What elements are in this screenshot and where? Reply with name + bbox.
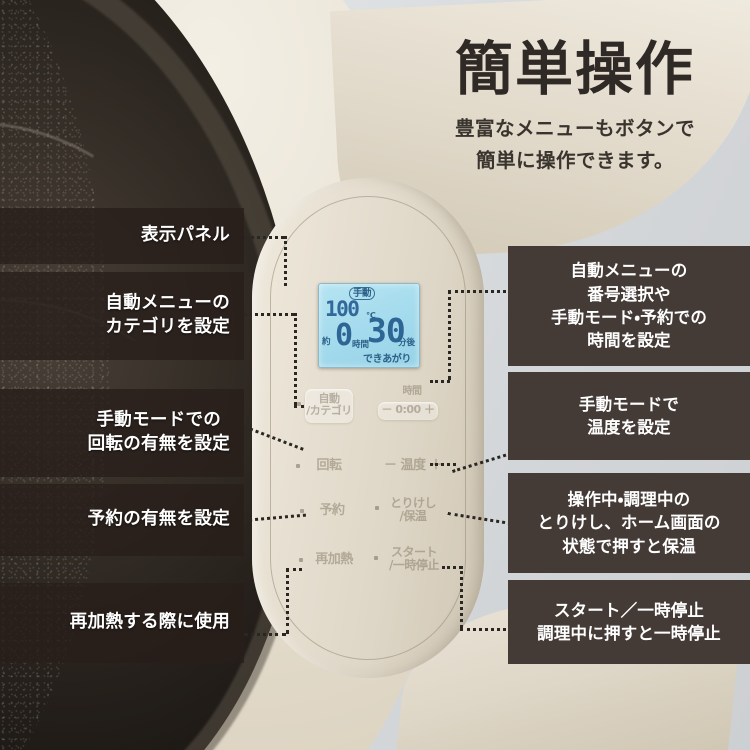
button-time-label: 時間 bbox=[402, 386, 423, 397]
button-rotate[interactable]: 回転 bbox=[303, 458, 355, 477]
rl0-line2: 番号選択や bbox=[587, 284, 671, 304]
left-label-manual-rotation-text: 手動モードでの 回転の有無を設定 bbox=[88, 409, 230, 456]
button-time[interactable]: 時間 bbox=[372, 386, 452, 402]
right-label-cancel-keepwarm: 操作中・調理中の とりけし、ホーム画面の 状態で押すと保温 bbox=[508, 473, 750, 573]
led-auto-menu bbox=[297, 402, 301, 406]
button-rotate-label: 回転 bbox=[316, 458, 342, 473]
leader-reheat-h2 bbox=[286, 568, 302, 571]
button-cancel-keepwarm-label-1: とりけし bbox=[389, 496, 437, 510]
rl2-line1: 操作中・調理中の bbox=[567, 489, 691, 509]
button-auto-menu-label-2: /カテゴリ bbox=[306, 404, 352, 418]
leader-display-panel-h bbox=[244, 236, 284, 239]
headline-block: 簡単操作 豊富なメニューもボタンで 簡単に操作できます。 bbox=[420, 35, 730, 176]
lcd-mode-badge: 手動 bbox=[349, 287, 376, 300]
rl2-line3: 状態で押すと保温 bbox=[562, 536, 696, 556]
rl0-line1: 自動メニューの bbox=[570, 261, 688, 281]
led-cancel-keepwarm bbox=[375, 506, 379, 510]
button-temperature-label: － 温度 ＋ bbox=[383, 458, 443, 473]
rl2-line2: とりけし、ホーム画面の bbox=[537, 513, 721, 533]
button-auto-menu[interactable]: 自動 /カテゴリ bbox=[305, 389, 353, 423]
lcd-hours-unit: 時間 bbox=[352, 339, 370, 349]
left-label-display-panel: 表示パネル bbox=[0, 208, 244, 264]
left-label-reservation: 予約の有無を設定 bbox=[0, 484, 244, 556]
leader-temp-right-h bbox=[430, 463, 456, 466]
leader-lcd-right-h2 bbox=[430, 380, 450, 383]
left-label-reheat: 再加熱する際に使用 bbox=[0, 583, 244, 663]
lcd-temperature-unit: ℃ bbox=[366, 311, 376, 320]
right-label-manual-temperature: 手動モードで 温度を設定 bbox=[508, 372, 750, 460]
page-title: 簡単操作 bbox=[454, 35, 695, 103]
headline-subtitle-line2: 簡単に操作できます。 bbox=[475, 148, 675, 172]
left-label-display-panel-text: 表示パネル bbox=[141, 225, 230, 246]
left-label-auto-menu-category-line2: カテゴリを設定 bbox=[105, 317, 230, 337]
lcd-temperature-value: 100 bbox=[325, 297, 360, 321]
leader-lcd-right-v bbox=[448, 290, 451, 380]
leader-display-panel-v bbox=[284, 236, 287, 286]
rl3-line1: スタート／一時停止 bbox=[553, 600, 705, 620]
right-label-start-pause-text: スタート／一時停止 調理中に押すと一時停止 bbox=[537, 599, 721, 646]
leader-start-right-h2 bbox=[442, 566, 462, 569]
left-label-reheat-text: 再加熱する際に使用 bbox=[69, 612, 230, 633]
button-time-adjust-label: － 0:00 ＋ bbox=[381, 403, 435, 416]
leader-lcd-right-h bbox=[448, 290, 512, 293]
headline-subtitle: 豊富なメニューもボタンで 簡単に操作できます。 bbox=[420, 113, 730, 176]
leader-reheat-h bbox=[244, 633, 286, 636]
button-cancel-keepwarm-label-2: /保温 bbox=[399, 509, 427, 524]
rl1-line1: 手動モードで bbox=[578, 394, 680, 414]
leader-auto-menu-h2 bbox=[294, 405, 304, 408]
leader-start-right-h bbox=[460, 628, 512, 631]
right-label-manual-temperature-text: 手動モードで 温度を設定 bbox=[579, 393, 679, 440]
button-temperature[interactable]: － 温度 ＋ bbox=[370, 458, 456, 477]
left-label-reservation-text: 予約の有無を設定 bbox=[87, 509, 230, 530]
led-rotate bbox=[296, 464, 300, 468]
left-label-auto-menu-category-text: 自動メニューの カテゴリを設定 bbox=[105, 292, 230, 339]
rl0-line4: 時間を設定 bbox=[587, 331, 671, 351]
button-start-pause[interactable]: スタート /一時停止 bbox=[382, 545, 446, 578]
leader-reheat-v bbox=[286, 568, 289, 634]
led-start-pause bbox=[374, 556, 378, 560]
headline-subtitle-line1: 豊富なメニューもボタンで bbox=[454, 117, 695, 141]
right-label-cancel-keepwarm-text: 操作中・調理中の とりけし、ホーム画面の 状態で押すと保温 bbox=[537, 488, 720, 558]
left-label-manual-rotation: 手動モードでの 回転の有無を設定 bbox=[0, 389, 244, 477]
leader-start-right-v bbox=[460, 566, 463, 628]
button-time-adjust[interactable]: － 0:00 ＋ bbox=[378, 402, 438, 420]
button-reserve[interactable]: 予約 bbox=[308, 503, 356, 522]
lcd-display: 手動 100 ℃ 約 0 時間 30 分後 できあがり bbox=[318, 283, 420, 368]
led-reheat bbox=[299, 558, 303, 562]
button-auto-menu-label-1: 自動 bbox=[318, 392, 341, 405]
lcd-done-label: できあがり bbox=[363, 354, 411, 365]
lcd-approx-label: 約 bbox=[322, 336, 331, 346]
rl3-line2: 調理中に押すと一時停止 bbox=[537, 624, 721, 643]
right-label-number-time-setting-text: 自動メニューの 番号選択や 手動モード・予約での 時間を設定 bbox=[551, 259, 707, 353]
rl1-line2: 温度を設定 bbox=[587, 418, 671, 437]
leader-auto-menu-h bbox=[244, 313, 294, 316]
lcd-minutes-unit: 分後 bbox=[398, 337, 416, 347]
button-reheat[interactable]: 再加熱 bbox=[306, 552, 362, 571]
right-label-start-pause: スタート／一時停止 調理中に押すと一時停止 bbox=[508, 580, 750, 664]
control-panel-body bbox=[252, 178, 484, 678]
button-start-pause-label-2: /一時停止 bbox=[389, 558, 439, 573]
left-label-manual-rotation-line2: 回転の有無を設定 bbox=[87, 434, 230, 454]
left-label-auto-menu-category: 自動メニューの カテゴリを設定 bbox=[0, 272, 244, 360]
lcd-hours-value: 0 bbox=[335, 318, 354, 353]
button-reserve-label: 予約 bbox=[319, 503, 345, 518]
left-label-manual-rotation-line1: 手動モードでの bbox=[96, 410, 222, 431]
lcd-minutes-value: 30 bbox=[367, 311, 406, 350]
led-reserve bbox=[300, 509, 304, 513]
leader-auto-menu-v bbox=[294, 313, 297, 405]
left-label-auto-menu-category-line1: 自動メニューの bbox=[105, 293, 230, 314]
button-reheat-label: 再加熱 bbox=[315, 552, 353, 567]
rl0-line3: 手動モード・予約での bbox=[550, 308, 708, 327]
right-label-number-time-setting: 自動メニューの 番号選択や 手動モード・予約での 時間を設定 bbox=[508, 246, 750, 366]
button-cancel-keepwarm[interactable]: とりけし /保温 bbox=[382, 496, 444, 529]
button-start-pause-label-1: スタート bbox=[390, 545, 438, 559]
